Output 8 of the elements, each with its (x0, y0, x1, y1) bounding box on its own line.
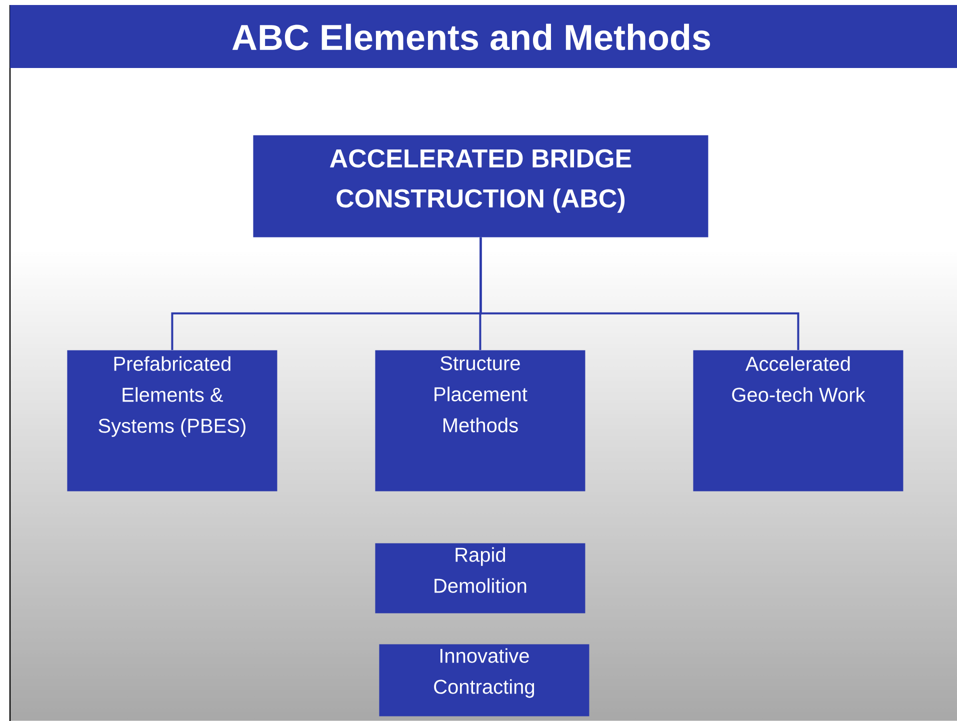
text-box: ACCELERATED BRIDGE CONSTRUCTION (ABC) (253, 135, 708, 238)
text-box: Accelerated Geo-tech Work (693, 350, 904, 492)
connector-line (480, 237, 800, 350)
text-box: Rapid Demolition (375, 543, 586, 614)
title-bar: ABC Elements and Methods (10, 5, 957, 68)
text-box: Innovative Contracting (379, 644, 590, 716)
text-box: Structure Placement Methods (375, 350, 586, 492)
text-box: Prefabricated Elements & Systems (PBES) (67, 350, 278, 492)
